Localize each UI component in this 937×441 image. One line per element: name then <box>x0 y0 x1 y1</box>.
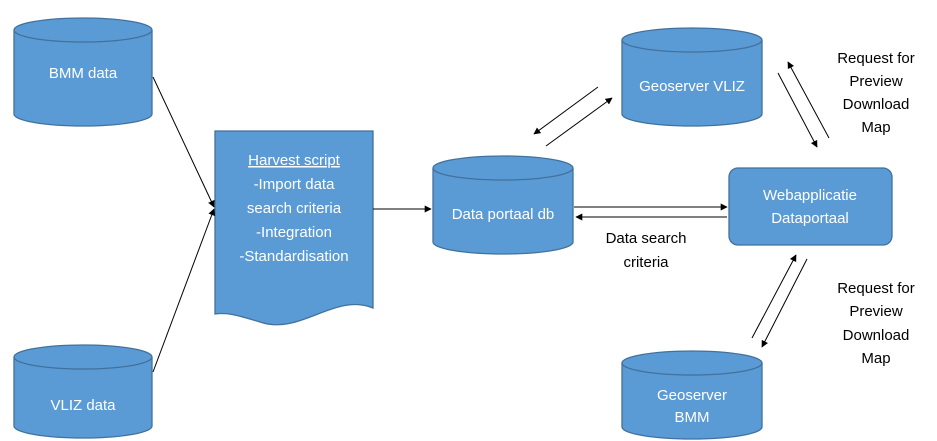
vliz-data-label: VLIZ data <box>50 397 116 414</box>
data-portaal-db-label: Data portaal db <box>452 206 555 223</box>
data-search-annotation: Data search criteria <box>606 230 687 271</box>
harvest-script-node: Harvest script -Import data search crite… <box>214 130 374 326</box>
annotation-line: Map <box>861 119 890 136</box>
harvest-script-line: -Integration <box>256 224 332 241</box>
request-top-annotation: Request for Preview Download Map <box>837 50 915 136</box>
annotation-line: Request for <box>837 50 915 67</box>
annotation-line: Data search <box>606 230 687 247</box>
annotation-line: Request for <box>837 280 915 297</box>
harvest-script-line: search criteria <box>247 200 342 217</box>
geoserver-vliz-label: Geoserver VLIZ <box>639 78 745 95</box>
annotation-line: Preview <box>849 73 903 90</box>
edge-bmm-to-harvest <box>152 76 215 208</box>
annotation-line: criteria <box>623 254 669 271</box>
bmm-data-node: BMM data <box>13 17 153 127</box>
bmm-data-label: BMM data <box>49 65 118 82</box>
harvest-script-line: -Import data <box>254 176 336 193</box>
edge-webapp-to-geoserver-vliz <box>787 61 830 139</box>
annotation-line: Download <box>843 96 910 113</box>
geoserver-bmm-label: Geoserver <box>657 387 727 404</box>
edge-geoserver-vliz-to-webapp <box>777 72 818 148</box>
webapplicatie-label: Webapplicatie <box>763 187 857 204</box>
geoserver-bmm-node: Geoserver BMM <box>621 350 763 440</box>
webapplicatie-label: Dataportaal <box>771 210 849 227</box>
edge-webapp-to-geoserver-bmm <box>761 258 808 348</box>
edge-geoserver-bmm-to-webapp <box>751 254 797 339</box>
harvest-script-line: -Standardisation <box>239 248 348 265</box>
geoserver-bmm-label: BMM <box>675 409 710 426</box>
edge-db-to-geoserver-vliz <box>545 97 613 147</box>
harvest-script-title: Harvest script <box>248 152 341 169</box>
edge-vliz-to-harvest <box>152 208 216 373</box>
geoserver-vliz-node: Geoserver VLIZ <box>621 27 763 127</box>
annotation-line: Download <box>843 327 910 344</box>
request-bottom-annotation: Request for Preview Download Map <box>837 280 915 367</box>
vliz-data-node: VLIZ data <box>13 344 153 439</box>
edge-geoserver-vliz-to-db <box>533 86 599 135</box>
data-portaal-db-node: Data portaal db <box>432 155 574 255</box>
annotation-line: Preview <box>849 303 903 320</box>
webapplicatie-node: Webapplicatie Dataportaal <box>728 167 893 246</box>
annotation-line: Map <box>861 350 890 367</box>
